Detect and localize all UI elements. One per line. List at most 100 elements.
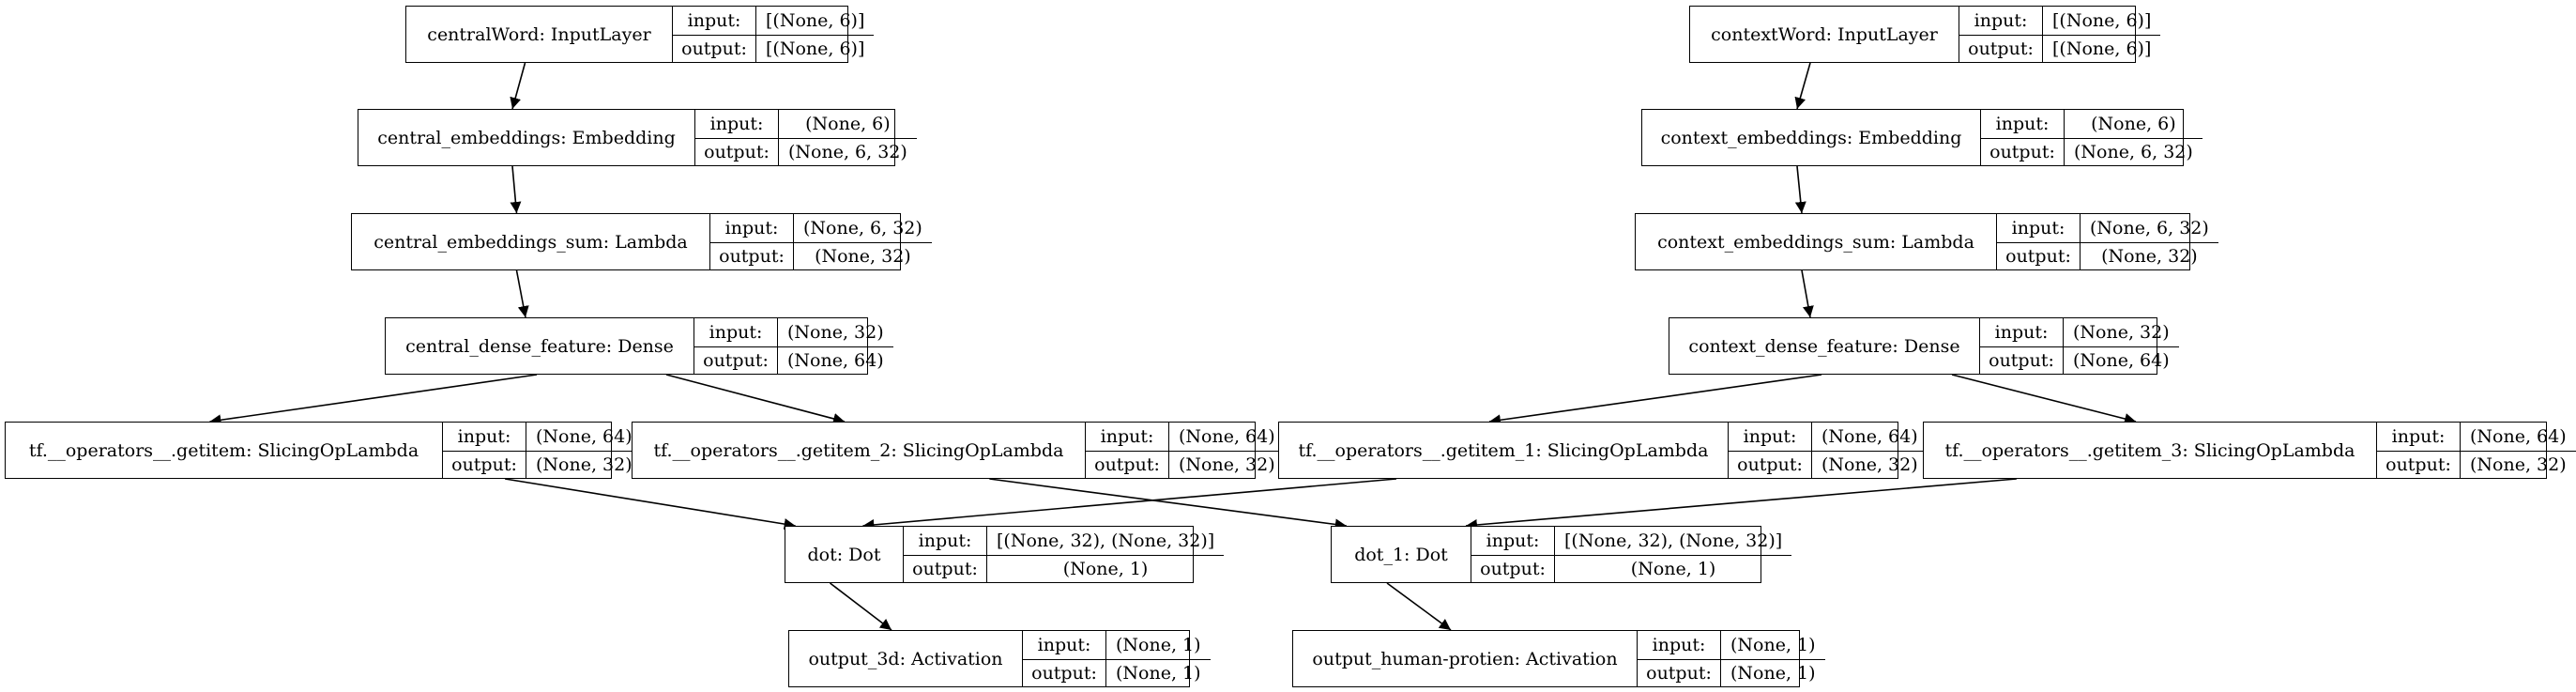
input-row: input: [(None, 32), (None, 32)] bbox=[1471, 527, 1791, 555]
input-shape: (None, 1) bbox=[1116, 634, 1201, 655]
input-label: input: bbox=[673, 7, 756, 35]
layer-name: dot: Dot bbox=[785, 527, 904, 582]
output-label: output: bbox=[1980, 346, 2064, 374]
input-shape: (None, 6, 32) bbox=[803, 217, 922, 238]
layer-shapes: input: (None, 64) output:(None, 32) bbox=[1729, 423, 1928, 478]
edge-context-dense-feature-to-getitem-3 bbox=[1951, 374, 2137, 424]
output-shape: [(None, 6)] bbox=[2052, 38, 2152, 59]
edge-context-dense-feature-to-getitem-1 bbox=[1488, 374, 1822, 426]
input-shape: [(None, 6)] bbox=[766, 9, 865, 31]
layer-name: tf.__operators__.getitem_3: SlicingOpLam… bbox=[1924, 423, 2377, 478]
input-label: input: bbox=[1729, 423, 1812, 451]
layer-name: contextWord: InputLayer bbox=[1690, 7, 1959, 62]
output-row: output: (None, 32) bbox=[1997, 241, 2218, 269]
layer-shapes: input:(None, 6, 32)output:(None, 32) bbox=[1997, 214, 2218, 269]
input-label: input: bbox=[1086, 423, 1169, 451]
input-row: input: (None, 64) bbox=[1729, 423, 1928, 451]
output-shape: (None, 32) bbox=[1179, 454, 1275, 475]
input-shape: (None, 1) bbox=[1730, 634, 1816, 655]
layer-shapes: input:(None, 6)output:(None, 6, 32) bbox=[1981, 110, 2203, 165]
input-shape: (None, 32) bbox=[787, 321, 884, 343]
output-row: output:(None, 6, 32) bbox=[695, 137, 917, 165]
input-shape: [(None, 32), (None, 32)] bbox=[1564, 530, 1783, 551]
output-row: output:[(None, 6)] bbox=[673, 34, 875, 62]
edge-central-embeddings-to-central-embeddings-sum bbox=[510, 165, 522, 214]
output-label: output: bbox=[1959, 35, 2043, 62]
output-row: output:(None, 32) bbox=[443, 450, 642, 478]
output-label: output: bbox=[1729, 451, 1812, 478]
input-row: input: (None, 32) bbox=[694, 318, 893, 346]
input-row: input:(None, 64) bbox=[443, 423, 642, 451]
layer-shapes: input: (None, 32) output: (None, 64) bbox=[694, 318, 893, 374]
input-row: input: (None, 32) bbox=[1980, 318, 2179, 346]
output-label: output: bbox=[1471, 555, 1555, 582]
output-shape: (None, 1) bbox=[1630, 558, 1716, 579]
output-row: output: [(None, 6)] bbox=[1959, 34, 2161, 62]
output-shape: (None, 32) bbox=[2470, 454, 2567, 475]
edge-centralWord-to-central-embeddings bbox=[510, 62, 526, 110]
input-shape: (None, 64) bbox=[1179, 425, 1275, 447]
input-label: input: bbox=[2377, 423, 2461, 451]
output-row: output:(None, 32) bbox=[1729, 450, 1928, 478]
layer-name: context_embeddings: Embedding bbox=[1642, 110, 1981, 165]
output-shape: (None, 1) bbox=[1730, 662, 1816, 684]
input-label: input: bbox=[694, 318, 778, 346]
input-row: input:(None, 6) bbox=[1981, 110, 2203, 138]
output-shape: (None, 1) bbox=[1062, 558, 1149, 579]
layer-shapes: input:(None, 64)output:(None, 32) bbox=[2377, 423, 2576, 478]
edge-context-embeddings-sum-to-context-dense-feature bbox=[1801, 269, 1814, 318]
input-label: input: bbox=[1023, 631, 1106, 659]
layer-name: dot_1: Dot bbox=[1332, 527, 1471, 582]
output-shape: (None, 1) bbox=[1116, 662, 1201, 684]
input-shape: (None, 6) bbox=[805, 113, 891, 134]
input-label: input: bbox=[1997, 214, 2081, 242]
edge-dot-1-to-output-human bbox=[1386, 582, 1452, 631]
input-shape: (None, 6) bbox=[2091, 113, 2176, 134]
edge-central-dense-feature-to-getitem bbox=[209, 374, 538, 426]
edge-getitem-3-to-dot-1 bbox=[1465, 478, 2017, 531]
input-row: input: (None, 6) bbox=[695, 110, 917, 138]
output-shape: (None, 6, 32) bbox=[2074, 141, 2193, 162]
input-label: input: bbox=[695, 110, 779, 138]
edge-central-dense-feature-to-getitem-2 bbox=[665, 374, 846, 424]
output-label: output: bbox=[710, 242, 794, 269]
input-label: input: bbox=[443, 423, 526, 451]
input-label: input: bbox=[1980, 318, 2064, 346]
output-shape: (None, 64) bbox=[787, 349, 884, 371]
layer-node-getitem-1: tf.__operators__.getitem_1: SlicingOpLam… bbox=[1278, 422, 1928, 479]
layer-name: tf.__operators__.getitem: SlicingOpLambd… bbox=[6, 423, 443, 478]
input-label: input: bbox=[1471, 527, 1555, 555]
input-shape: (None, 32) bbox=[2073, 321, 2170, 343]
output-label: output: bbox=[443, 451, 526, 478]
output-row: output: (None, 1) bbox=[1638, 658, 1825, 686]
output-label: output: bbox=[695, 138, 779, 165]
output-row: output: (None, 1) bbox=[1471, 554, 1792, 582]
input-label: input: bbox=[710, 214, 794, 242]
output-label: output: bbox=[1997, 242, 2081, 269]
layer-shapes: input: [(None, 6)] output:[(None, 6)] bbox=[673, 7, 875, 62]
layer-shapes: input: [(None, 32), (None, 32)] output: (No… bbox=[1471, 527, 1792, 582]
edge-central-embeddings-sum-to-central-dense-feature bbox=[515, 269, 529, 318]
input-shape: [(None, 6)] bbox=[2052, 9, 2152, 31]
layer-shapes: input:(None, 6, 32)output:(None, 32) bbox=[710, 214, 932, 269]
output-row: output: (None, 64) bbox=[694, 346, 893, 374]
edge-getitem-2-to-dot-1 bbox=[989, 478, 1347, 531]
layer-shapes: input:(None, 64)output:(None, 32) bbox=[1086, 423, 1285, 478]
input-row: input: [(None, 6)] bbox=[673, 7, 874, 35]
output-label: output: bbox=[904, 555, 987, 582]
output-shape: (None, 32) bbox=[2101, 245, 2198, 267]
input-shape: (None, 64) bbox=[1821, 425, 1918, 447]
input-row: input: (None, 1) bbox=[1023, 631, 1211, 659]
output-row: output:(None, 1) bbox=[1023, 658, 1211, 686]
output-label: output: bbox=[1638, 659, 1721, 686]
output-label: output: bbox=[694, 346, 778, 374]
